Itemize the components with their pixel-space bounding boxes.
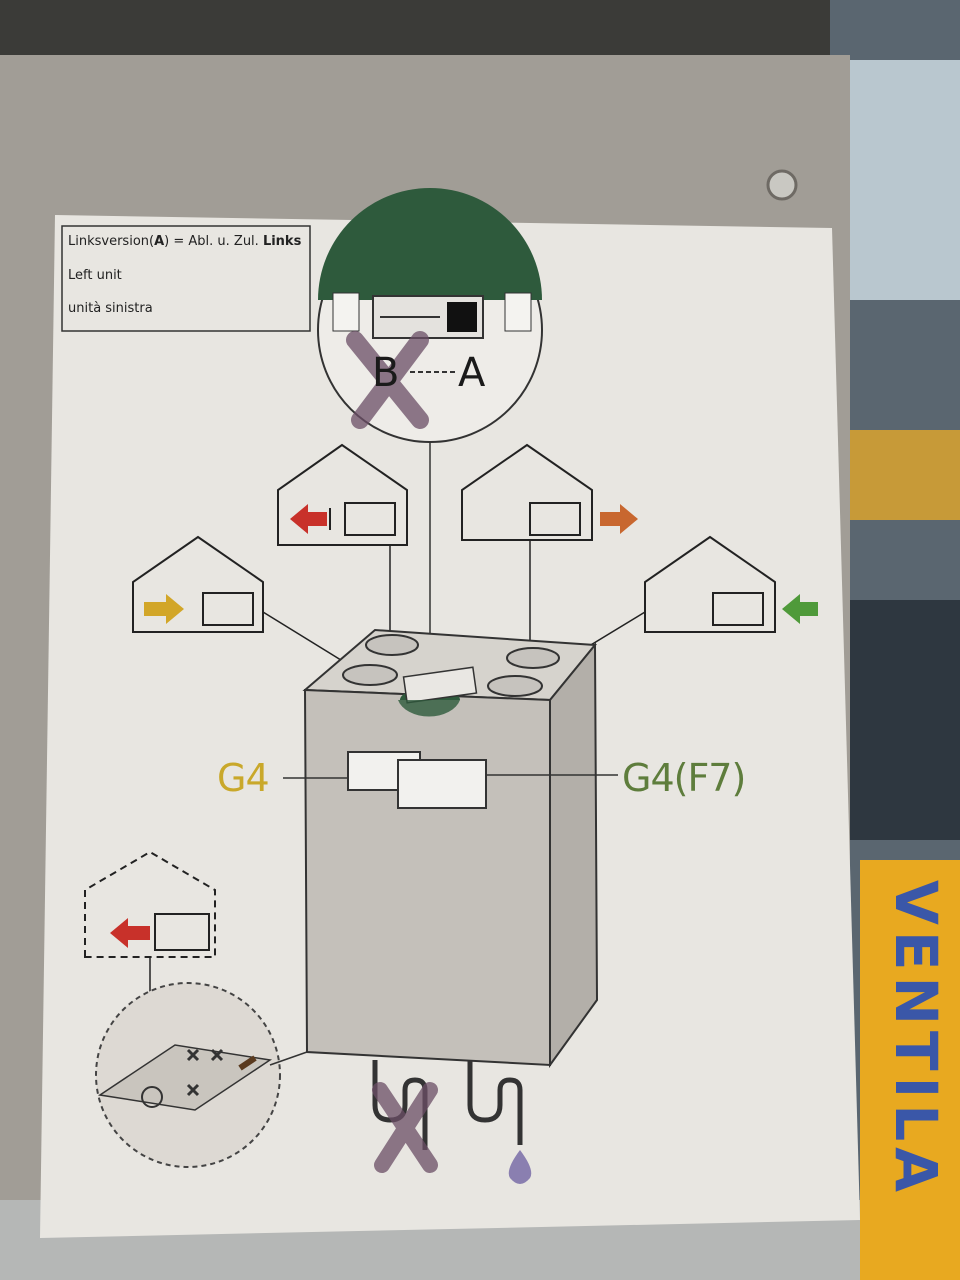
legend-title-mid: ) = Abl. u. Zul. [164,234,263,249]
ventilation-unit [302,628,599,1069]
connector-label-a: A [458,350,486,396]
legend-title-bold: Links [262,234,302,249]
background-top [0,0,830,60]
drain-detail-circle [95,982,308,1168]
connector-label-b: B [372,350,400,396]
legend-english: Left unit [68,268,122,283]
legend-box [61,225,311,332]
legend-title-a: A [154,234,165,249]
legend-italian: unità sinistra [68,301,153,316]
orange-arrow-icon [600,504,638,534]
legend-title-prefix: Linksversion( [68,234,155,249]
green-arrow-icon [782,594,818,624]
legend-title: Linksversion(A) = Abl. u. Zul. Links [68,234,301,249]
house-exhaust-right [461,443,638,648]
screw [766,169,798,201]
yellow-arrow-icon [144,594,184,624]
connector-detail [317,188,543,690]
water-drop-icon [508,1150,532,1184]
background-metal [850,430,960,520]
red-arrow-icon-2 [110,918,150,948]
background-yellow-sign [860,860,960,1280]
background-dark-bar [850,600,960,840]
filter-cassettes [283,751,618,809]
background-rail [840,60,960,300]
filter-label-g4: G4 [217,756,270,800]
background-sign-text: VENTILA [882,880,950,1199]
condensate-pipes [372,1060,532,1184]
filter-label-g4f7: G4(F7) [622,756,746,800]
red-arrow-icon [290,504,327,534]
